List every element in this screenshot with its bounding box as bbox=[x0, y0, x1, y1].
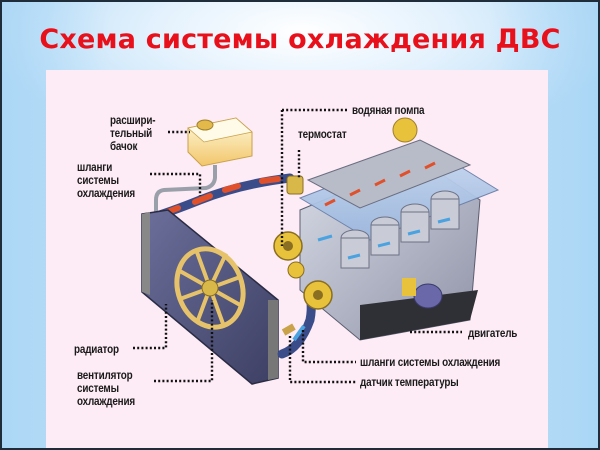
label-hoses-bottom: шланги системы охлаждения bbox=[360, 357, 501, 369]
leader-lines bbox=[133, 108, 462, 384]
slide-title: Схема системы охлаждения ДВС bbox=[39, 24, 561, 55]
label-fan: вентилятор системы охлаждения bbox=[77, 370, 135, 408]
label-thermostat: термостат bbox=[298, 129, 347, 141]
temperature-sensor-icon bbox=[281, 323, 296, 336]
label-expansion-tank: расшири- тельный бачок bbox=[110, 115, 156, 153]
label-water-pump: водяная помпа bbox=[352, 105, 425, 117]
engine-block-icon bbox=[298, 117, 500, 341]
fan-icon bbox=[174, 246, 246, 330]
expansion-tank-icon bbox=[154, 117, 253, 212]
label-engine: двигатель bbox=[468, 328, 518, 340]
label-radiator: радиатор bbox=[74, 344, 119, 356]
water-pump-icon bbox=[273, 231, 333, 310]
label-temp-sensor: датчик температуры bbox=[360, 377, 459, 389]
label-hoses-left: шланги системы охлаждения bbox=[77, 162, 135, 200]
radiator-icon bbox=[141, 209, 279, 385]
thermostat-icon bbox=[286, 175, 304, 195]
